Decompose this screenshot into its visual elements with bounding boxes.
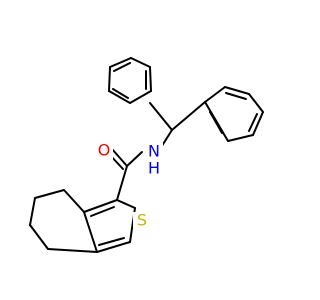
bond <box>209 111 223 134</box>
bond <box>47 248 98 253</box>
oxygen-label-background <box>95 142 113 160</box>
fused-ring-system <box>29 189 136 253</box>
bond <box>111 148 128 167</box>
oxygen-atom-label: O <box>98 141 111 160</box>
bond <box>129 90 152 104</box>
bond <box>90 206 115 217</box>
bond <box>83 199 118 213</box>
bond <box>225 92 247 100</box>
nitrogen-label-background <box>145 143 163 161</box>
bond <box>113 62 131 72</box>
bond <box>171 101 206 131</box>
bond <box>224 86 250 95</box>
sulfur-atom-label: S <box>137 211 147 230</box>
bond <box>63 189 85 213</box>
bond <box>149 102 173 131</box>
bond <box>29 224 49 250</box>
bond <box>96 241 131 253</box>
bond <box>109 57 132 68</box>
amide-group <box>108 148 143 201</box>
bond <box>149 66 152 92</box>
phenyl-ring-left <box>108 57 152 104</box>
bond <box>130 57 151 68</box>
bond <box>126 151 143 167</box>
bond <box>252 111 264 136</box>
bond <box>248 93 264 113</box>
bond <box>248 113 258 132</box>
molecule-svg: O N H S <box>29 57 264 253</box>
hydrogen-atom-label: H <box>148 159 160 178</box>
nitrogen-atom-label: N <box>148 142 160 161</box>
bond <box>83 211 98 253</box>
bond <box>116 165 128 201</box>
molecule-diagram: O N H S <box>29 57 264 253</box>
bond <box>29 197 36 226</box>
sulfur-label-background <box>133 212 151 230</box>
bond <box>108 90 131 104</box>
bond <box>116 199 136 209</box>
bond <box>227 134 254 142</box>
bond <box>112 88 129 99</box>
bond <box>204 86 226 103</box>
phenyl-ring-right <box>204 86 264 142</box>
bond <box>98 237 125 246</box>
bond <box>34 189 65 199</box>
bond <box>108 66 111 92</box>
atom-labels: O N H S <box>95 141 163 230</box>
hydrogen-label-background <box>145 160 163 178</box>
